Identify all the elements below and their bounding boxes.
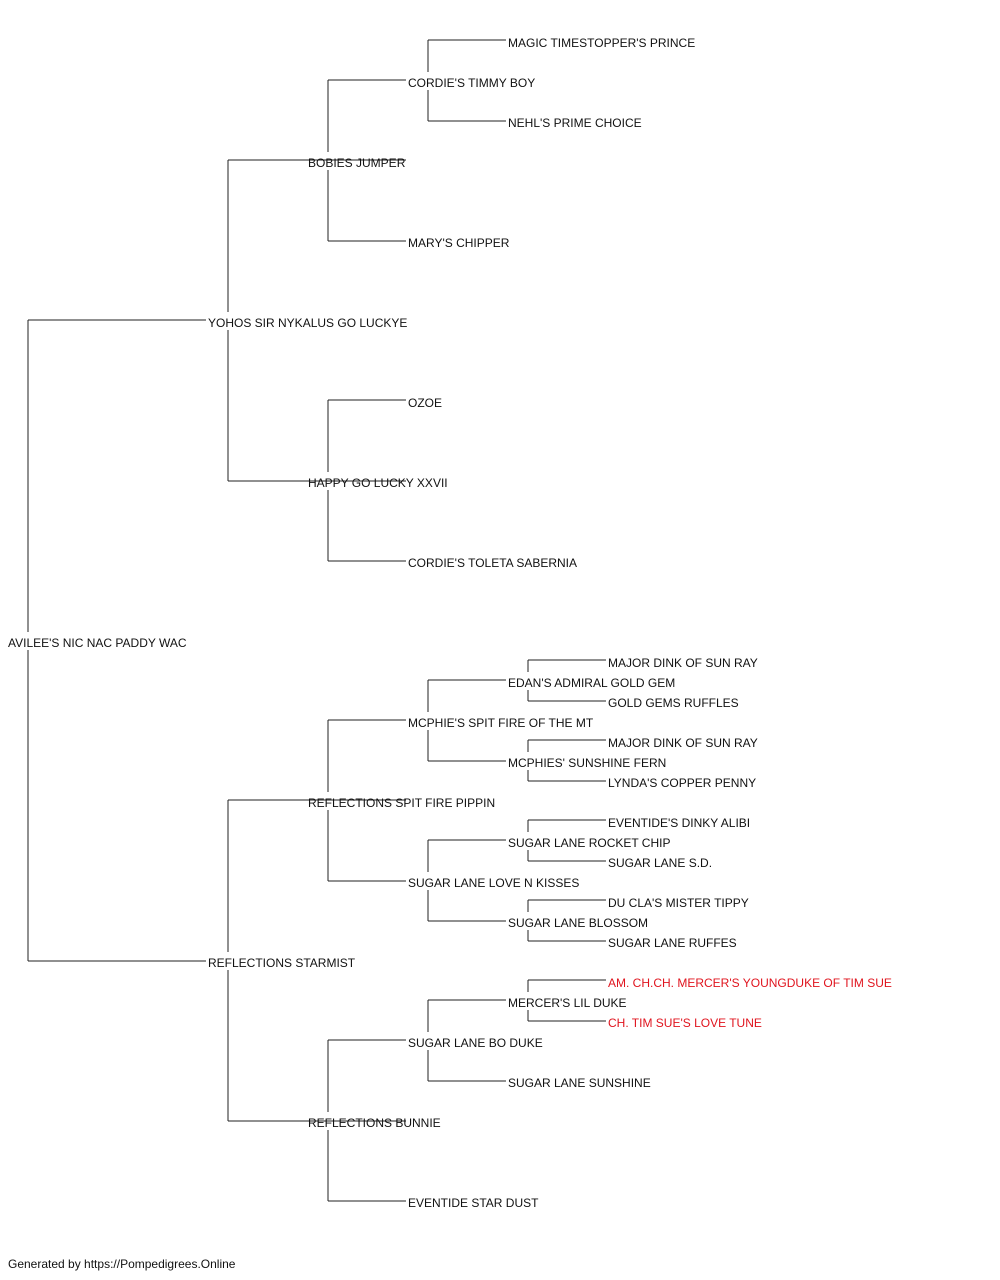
dog-dam-sire-sire: MCPHIE'S SPIT FIRE OF THE MT (408, 716, 594, 730)
dog-sire-sire: BOBIES JUMPER (308, 156, 406, 170)
dog-dam-sire-sire-sire-sire: MAJOR DINK OF SUN RAY (608, 656, 758, 670)
dog-sire-sire-dam: MARY'S CHIPPER (408, 236, 510, 250)
dog-sire-sire-sire-sire: MAGIC TIMESTOPPER'S PRINCE (508, 36, 696, 50)
dog-dam: REFLECTIONS STARMIST (208, 956, 356, 970)
dog-sire: YOHOS SIR NYKALUS GO LUCKYE (208, 316, 408, 330)
dog-dam-dam-sire-sire-dam: CH. TIM SUE'S LOVE TUNE (608, 1016, 762, 1030)
dog-dam-sire-dam-sire-sire: EVENTIDE'S DINKY ALIBI (608, 816, 751, 830)
dog-dam-dam-sire: SUGAR LANE BO DUKE (408, 1036, 543, 1050)
dog-dam-sire: REFLECTIONS SPIT FIRE PIPPIN (308, 796, 496, 810)
dog-dam-sire-sire-dam-dam: LYNDA'S COPPER PENNY (608, 776, 757, 790)
dog-dam-sire-sire-sire: EDAN'S ADMIRAL GOLD GEM (508, 676, 676, 690)
dog-dam-sire-dam: SUGAR LANE LOVE N KISSES (408, 876, 580, 890)
dog-sire-dam-sire: OZOE (408, 396, 443, 410)
dog-dam-sire-dam-dam-sire: DU CLA'S MISTER TIPPY (608, 896, 749, 910)
dog-dam-sire-sire-dam: MCPHIES' SUNSHINE FERN (508, 756, 667, 770)
dog-dam-sire-dam-sire-dam: SUGAR LANE S.D. (608, 856, 713, 870)
dog-dam-dam-sire-sire-sire: AM. CH.CH. MERCER'S YOUNGDUKE OF TIM SUE (608, 976, 892, 990)
dog-dam-sire-dam-dam: SUGAR LANE BLOSSOM (508, 916, 649, 930)
dog-dam-dam: REFLECTIONS BUNNIE (308, 1116, 441, 1130)
dog: AVILEE'S NIC NAC PADDY WAC (8, 636, 187, 650)
dog-dam-dam-sire-sire: MERCER'S LIL DUKE (508, 996, 627, 1010)
dog-sire-dam-dam: CORDIE'S TOLETA SABERNIA (408, 556, 578, 570)
dog-dam-dam-dam: EVENTIDE STAR DUST (408, 1196, 539, 1210)
dog-dam-sire-dam-dam-dam: SUGAR LANE RUFFES (608, 936, 737, 950)
dog-sire-dam: HAPPY GO LUCKY XXVII (308, 476, 448, 490)
dog-dam-dam-sire-dam: SUGAR LANE SUNSHINE (508, 1076, 651, 1090)
dog-dam-sire-dam-sire: SUGAR LANE ROCKET CHIP (508, 836, 671, 850)
dog-dam-sire-sire-sire-dam: GOLD GEMS RUFFLES (608, 696, 739, 710)
dog-dam-sire-sire-dam-sire: MAJOR DINK OF SUN RAY (608, 736, 758, 750)
footer-credit: Generated by https://Pompedigrees.Online (8, 1257, 236, 1271)
dog-sire-sire-sire-dam: NEHL'S PRIME CHOICE (508, 116, 642, 130)
dog-sire-sire-sire: CORDIE'S TIMMY BOY (408, 76, 536, 90)
